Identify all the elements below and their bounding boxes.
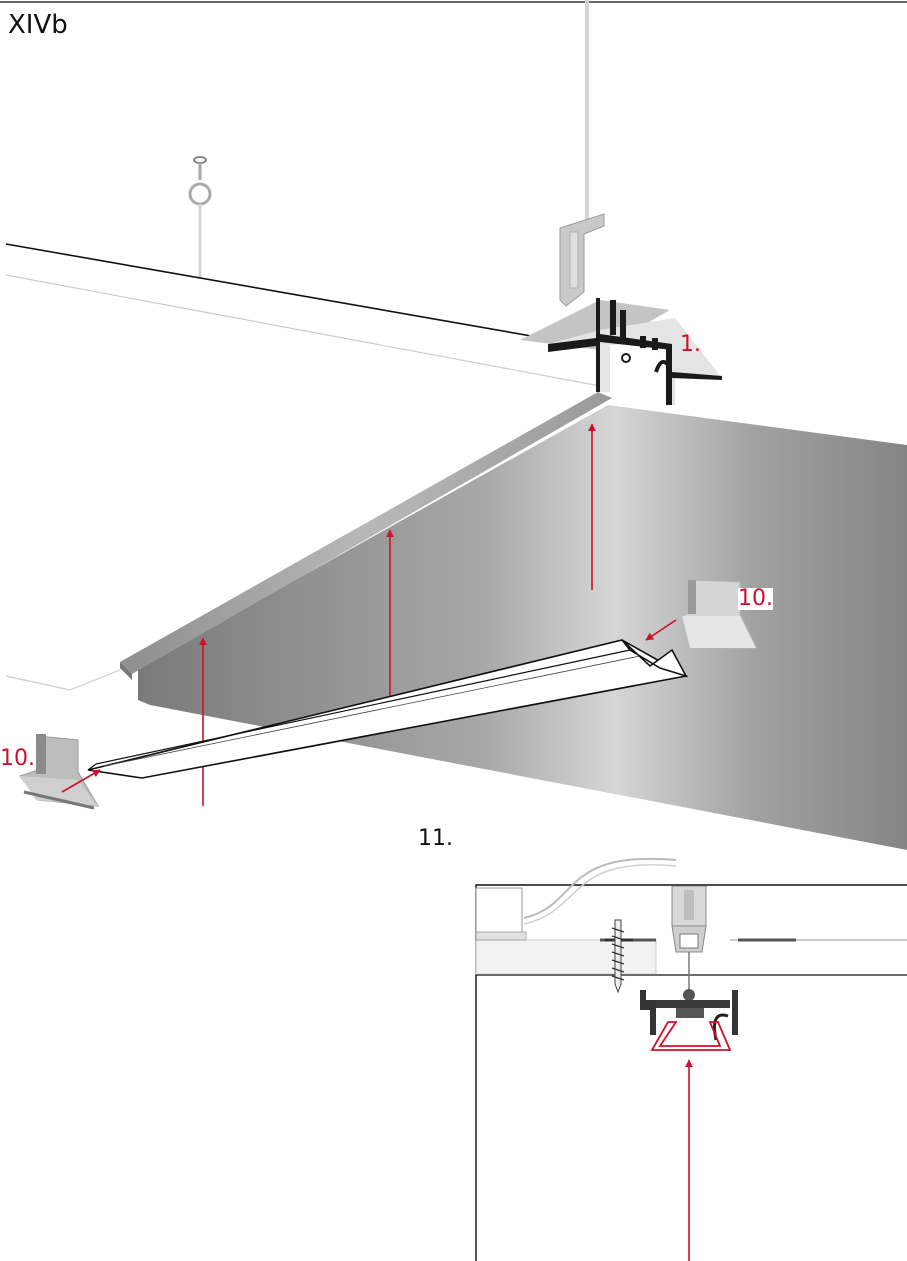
screw-icon [605,919,633,994]
suspension-hook-icon [188,156,212,278]
end-cap-left [19,734,99,810]
board-top-edge [5,243,601,349]
board-lower-edge-2 [69,669,121,691]
profile-lip [120,392,612,674]
end-cap-right [681,579,757,649]
board-lower-edge [5,675,71,691]
page-title: XIVb [8,10,68,40]
step-label-1: 1. [680,332,701,357]
detail-inset [475,857,907,1261]
step-label-10-left: 10. [0,746,35,771]
red-arrow-icon [645,619,677,641]
ceiling-panel [138,405,907,850]
step-label-10-right: 10. [738,586,773,611]
diffuser-strip [87,639,689,779]
red-arrow-icon [61,769,101,793]
profile-cross-section [548,298,722,405]
mounting-bracket [520,213,670,350]
profile-lip-end [120,662,132,680]
board-inner-edge [5,274,601,387]
step-label-11: 11. [418,826,453,851]
